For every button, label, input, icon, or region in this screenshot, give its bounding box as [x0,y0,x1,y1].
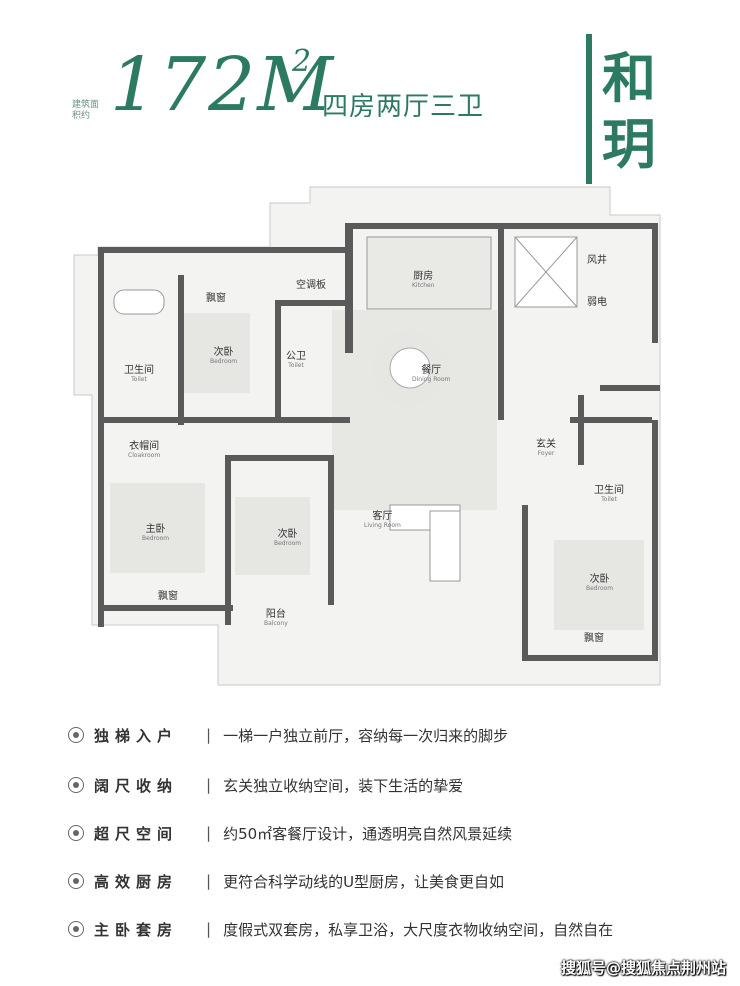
feature-title: 超尺空间 [94,824,179,843]
bedroom-2-bed [180,313,250,393]
floor-plan-drawing [73,186,661,686]
circle-bullet-icon [68,825,84,841]
feature-separator: | [206,726,212,744]
label-bay-window-2: 飘窗 [158,591,178,602]
feature-desc: 玄关独立收纳空间，装下生活的挚爱 [223,776,464,795]
area-label: 建筑面积约 [72,100,100,121]
header: 建筑面积约 172M 2 四房两厅三卫 和 玥 [0,0,740,184]
feature-desc: 度假式双套房，私享卫浴，大尺度衣物收纳空间，自然自在 [223,920,614,939]
feature-title: 主卧套房 [94,920,179,939]
feature-item: 独梯入户 | 一梯一户独立前厅，容纳每一次归来的脚步 [68,720,508,750]
bathtub [113,289,165,315]
circle-bullet-icon [68,727,84,743]
project-name-char-2: 玥 [602,112,656,176]
label-ac-board: 空调板 [296,280,326,291]
feature-separator: | [206,872,212,890]
area-value: 172M [110,42,336,128]
feature-desc: 约50㎡客餐厅设计，通透明亮自然风景延续 [223,824,513,843]
feature-separator: | [206,776,212,794]
label-bay-window-3: 飘窗 [584,633,604,644]
bedroom-3-bed [235,497,310,575]
area-unit-superscript: 2 [292,44,312,79]
master-bed [110,483,205,573]
label-weak-current: 弱电 [587,297,607,308]
feature-item: 超尺空间 | 约50㎡客餐厅设计，通透明亮自然风景延续 [68,818,512,848]
feature-title: 高效厨房 [94,872,179,891]
circle-bullet-icon [68,873,84,889]
circle-bullet-icon [68,921,84,937]
feature-item: 阔尺收纳 | 玄关独立收纳空间，装下生活的挚爱 [68,770,463,800]
feature-desc: 更符合科学动线的U型厨房，让美食更自如 [223,872,505,891]
layout-title: 四房两厅三卫 [322,92,485,122]
feature-separator: | [206,824,212,842]
feature-desc: 一梯一户独立前厅，容纳每一次归来的脚步 [223,726,509,745]
feature-item: 主卧套房 | 度假式双套房，私享卫浴，大尺度衣物收纳空间，自然自在 [68,914,613,944]
kitchen-block [366,236,492,310]
circle-bullet-icon [68,777,84,793]
feature-separator: | [206,920,212,938]
project-name-char-1: 和 [602,46,656,110]
feature-item: 高效厨房 | 更符合科学动线的U型厨房，让美食更自如 [68,866,504,896]
name-accent-bar [586,34,592,184]
feature-title: 独梯入户 [94,726,179,745]
bedroom-4-bed [554,540,644,630]
watermark: 搜狐号@搜狐焦点荆州站 [560,959,726,977]
feature-title: 阔尺收纳 [94,776,179,795]
label-bay-window-1: 飘窗 [206,293,226,304]
label-air-shaft: 风井 [587,255,607,266]
